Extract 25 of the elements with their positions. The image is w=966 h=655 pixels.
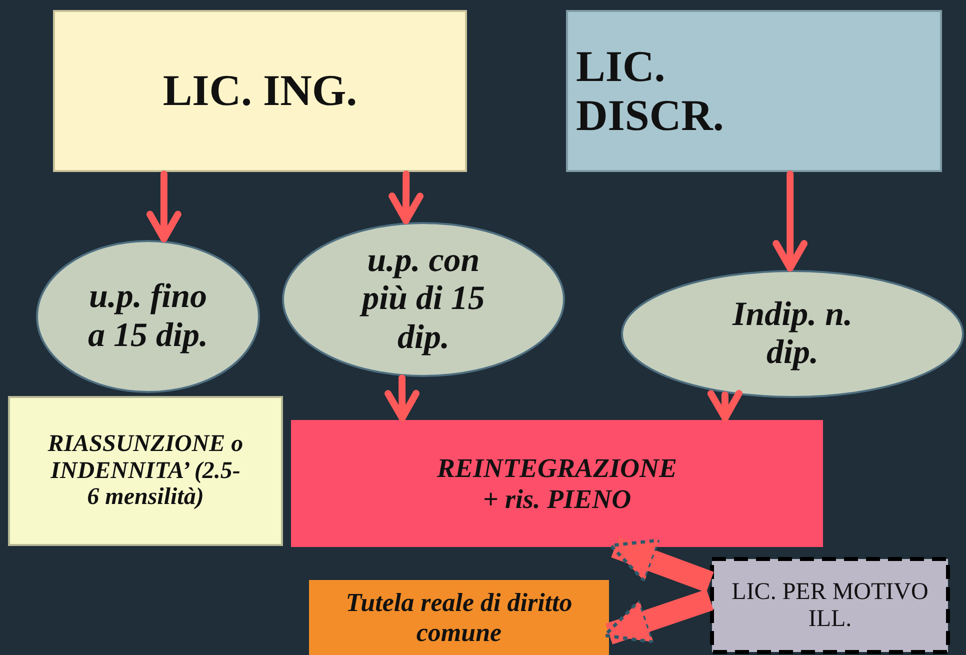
node-text: Tutela reale di diritto comune: [344, 588, 574, 647]
node-text: RIASSUNZIONE o INDENNITA’ (2.5- 6 mensilità): [46, 430, 244, 512]
node-text: LIC. DISCR.: [576, 42, 725, 140]
node-text: u.p. con più di 15 dip.: [344, 242, 504, 357]
ellipse-node: [36, 240, 260, 393]
outcome-box: [8, 396, 283, 546]
ellipse-node: [621, 270, 964, 398]
ellipse-node: [282, 222, 565, 377]
arrow: [384, 374, 420, 422]
arrow: [772, 170, 808, 272]
node-text: REINTEGRAZIONE + ris. PIENO: [437, 453, 677, 514]
node-text: u.p. fino a 15 dip.: [88, 278, 208, 355]
node-text: Indip. n. dip.: [731, 296, 854, 372]
process-box: [566, 10, 942, 172]
arrow: [388, 170, 424, 224]
process-box: [53, 10, 467, 172]
node-text: LIC. PER MOTIVO ILL.: [730, 578, 930, 632]
dashed-box: [710, 557, 950, 654]
arrow: [609, 536, 714, 593]
arrow: [707, 390, 742, 422]
node-text: LIC. ING.: [162, 66, 358, 116]
arrow: [603, 589, 714, 644]
outcome-box: [291, 420, 823, 547]
arrow: [146, 170, 182, 242]
outcome-box: [309, 580, 609, 655]
